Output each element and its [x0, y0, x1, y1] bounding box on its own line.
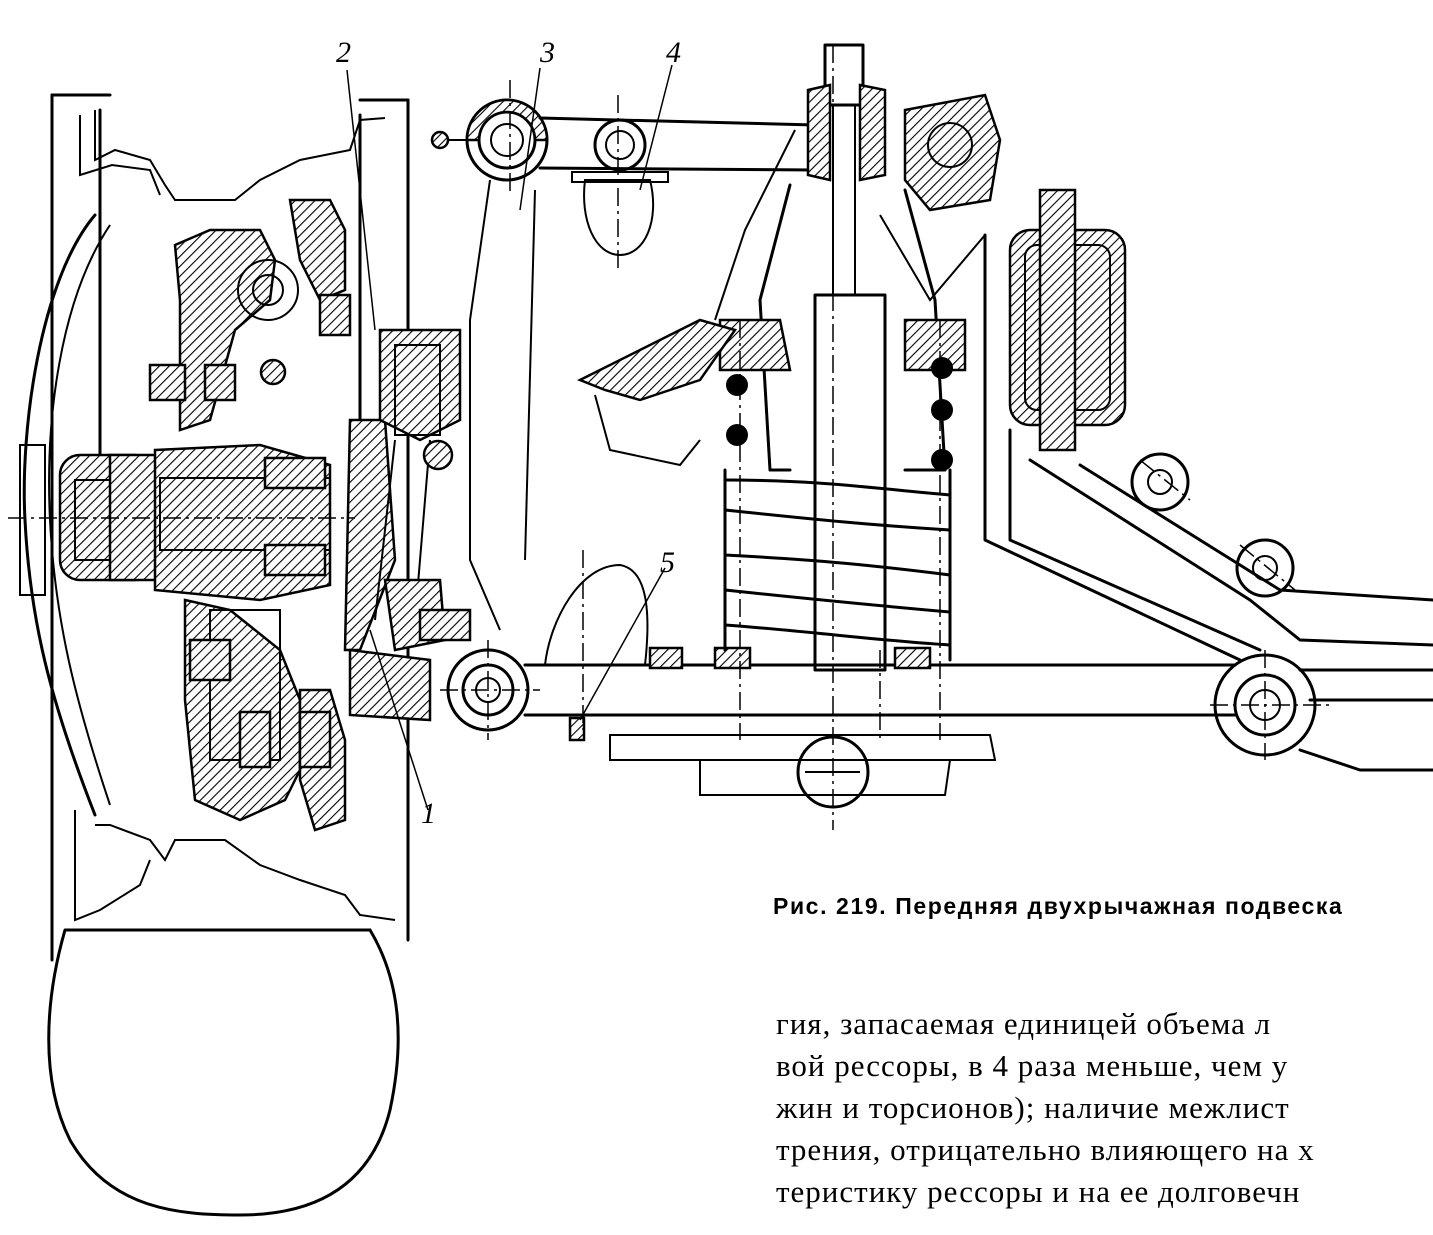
body-paragraph: гия, запасаемая единицей объема л вой ре… — [776, 1003, 1433, 1213]
body-line: теристику рессоры и на ее долговечн — [776, 1174, 1301, 1209]
shock-absorber-spring — [576, 43, 967, 672]
body-line: гия, запасаемая единицей объема л — [776, 1006, 1272, 1041]
figure-caption: Рис. 219. Передняя двухрычажная подвеска — [773, 893, 1344, 919]
callout-label-1: 1 — [421, 797, 436, 830]
wheel-rim — [19, 110, 396, 922]
callout-label-3: 3 — [539, 36, 555, 69]
leader-lines — [346, 64, 673, 811]
wheel-tire — [47, 93, 410, 1217]
upper-control-arm — [430, 98, 817, 631]
callout-label-5: 5 — [660, 546, 675, 579]
callout-label-2: 2 — [336, 36, 351, 69]
wheel-hub — [58, 198, 352, 832]
body-line: трения, отрицательно влияющего на х — [776, 1132, 1315, 1167]
callout-label-4: 4 — [666, 36, 681, 69]
body-line: жин и торсионов); наличие межлист — [776, 1090, 1290, 1125]
center-lines — [8, 45, 1330, 830]
steering-knuckle — [343, 328, 472, 722]
subframe — [879, 93, 1433, 772]
body-line: вой рессоры, в 4 раза меньше, чем у — [776, 1048, 1289, 1083]
